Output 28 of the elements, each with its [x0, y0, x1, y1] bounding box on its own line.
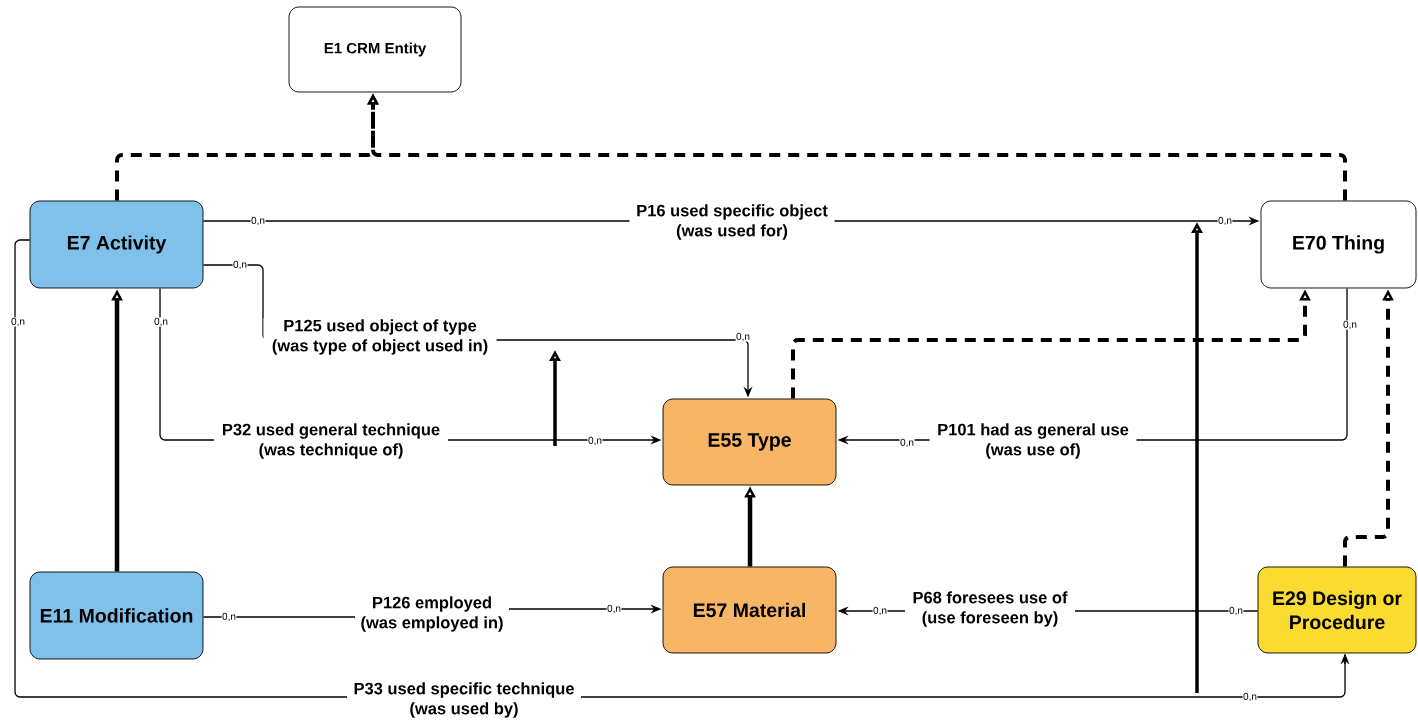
cardinality-label: 0,n: [735, 332, 751, 342]
cardinality-label: 0,n: [1217, 216, 1233, 226]
cardinality-label: 0,n: [10, 317, 26, 327]
cardinality-label: 0,n: [1342, 320, 1358, 330]
entity-box: E7 Activity: [29, 200, 204, 289]
edge-label: P33 used specific technique (was used by): [347, 681, 581, 719]
cardinality-label: 0,n: [899, 438, 915, 448]
entity-box: E70 Thing: [1260, 200, 1417, 289]
entity-box: E1 CRM Entity: [288, 6, 462, 93]
edge-label: P101 had as general use (was use of): [929, 422, 1137, 460]
cardinality-label: 0,n: [1228, 606, 1244, 616]
edge-label: P125 used object of type (was type of object used in): [263, 318, 497, 356]
cardinality-label: 0,n: [587, 436, 603, 446]
cardinality-label: 0,n: [1242, 692, 1258, 702]
entity-box: E29 Design or Procedure: [1257, 566, 1417, 654]
cardinality-label: 0,n: [606, 604, 622, 614]
entity-box: E57 Material: [662, 566, 837, 654]
entity-box: E55 Type: [662, 398, 837, 486]
edge-label: P126 employed (was employed in): [355, 595, 509, 633]
cardinality-label: 0,n: [872, 606, 888, 616]
cardinality-label: 0,n: [232, 260, 248, 270]
edge-label: P32 used general technique (was technique of): [214, 422, 448, 460]
entity-box: E11 Modification: [29, 571, 204, 660]
cardinality-label: 0,n: [153, 317, 169, 327]
edge-label: P16 used specific object (was used for): [629, 203, 835, 241]
cardinality-label: 0,n: [221, 612, 237, 622]
cardinality-label: 0,n: [250, 216, 266, 226]
edge-label: P68 foresees use of (use foreseen by): [905, 590, 1075, 628]
